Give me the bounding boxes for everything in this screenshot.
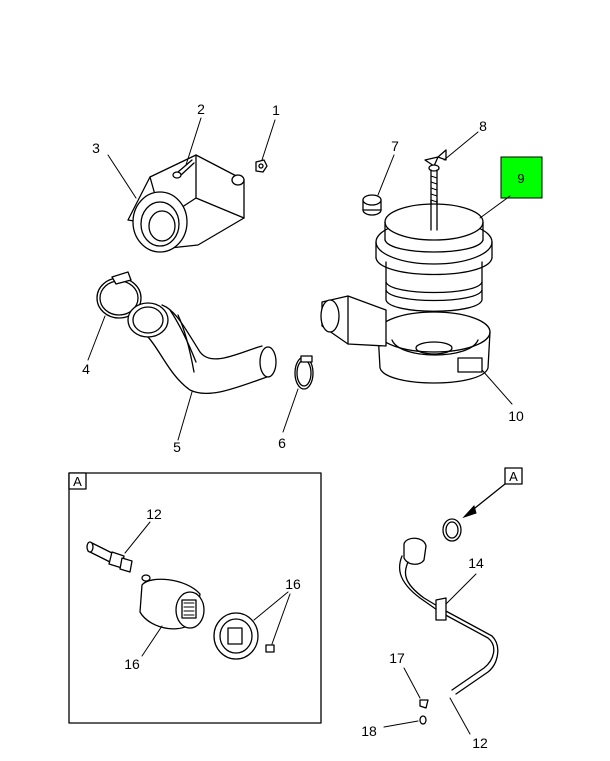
part-6-clamp (294, 355, 314, 390)
label-8: 8 (479, 118, 487, 134)
callout-label: A (509, 469, 518, 484)
label-17: 17 (389, 650, 405, 666)
part-4-clamp (96, 271, 142, 319)
leader-lines (87, 117, 513, 441)
callout-a: A (462, 467, 523, 519)
detail-box-a: A 12 16 16 (68, 472, 322, 724)
part-16-indicator (139, 574, 205, 630)
label-16-indicator: 16 (124, 656, 140, 672)
label-4: 4 (82, 361, 90, 377)
part-18-washer (419, 715, 427, 725)
label-3: 3 (92, 140, 100, 156)
part-5-hose (127, 302, 277, 394)
label-12-lower: 12 (472, 735, 488, 751)
part-12-sensor (86, 541, 133, 573)
label-10: 10 (508, 408, 524, 424)
part-9-10-air-cleaner (320, 199, 493, 384)
part-9-highlight[interactable]: 9 (500, 156, 543, 199)
label-5: 5 (173, 439, 181, 455)
part-ring (442, 518, 462, 542)
label-12-detail: 12 (146, 506, 162, 522)
label-14: 14 (468, 555, 484, 571)
label-9: 9 (517, 171, 524, 186)
label-2: 2 (197, 101, 205, 117)
label-16-gasket: 16 (285, 576, 301, 592)
part-7-cap (362, 194, 382, 216)
label-7: 7 (391, 138, 399, 154)
label-18: 18 (361, 723, 377, 739)
label-1: 1 (272, 102, 280, 118)
part-3-elbow (127, 154, 245, 253)
detail-box-label: A (73, 474, 82, 489)
label-6: 6 (278, 435, 286, 451)
part-2-bolt (172, 159, 195, 179)
part-14-tube (398, 537, 499, 695)
part-1-nut (255, 159, 268, 173)
part-16-gasket (213, 612, 275, 660)
part-17-fitting (419, 699, 429, 709)
